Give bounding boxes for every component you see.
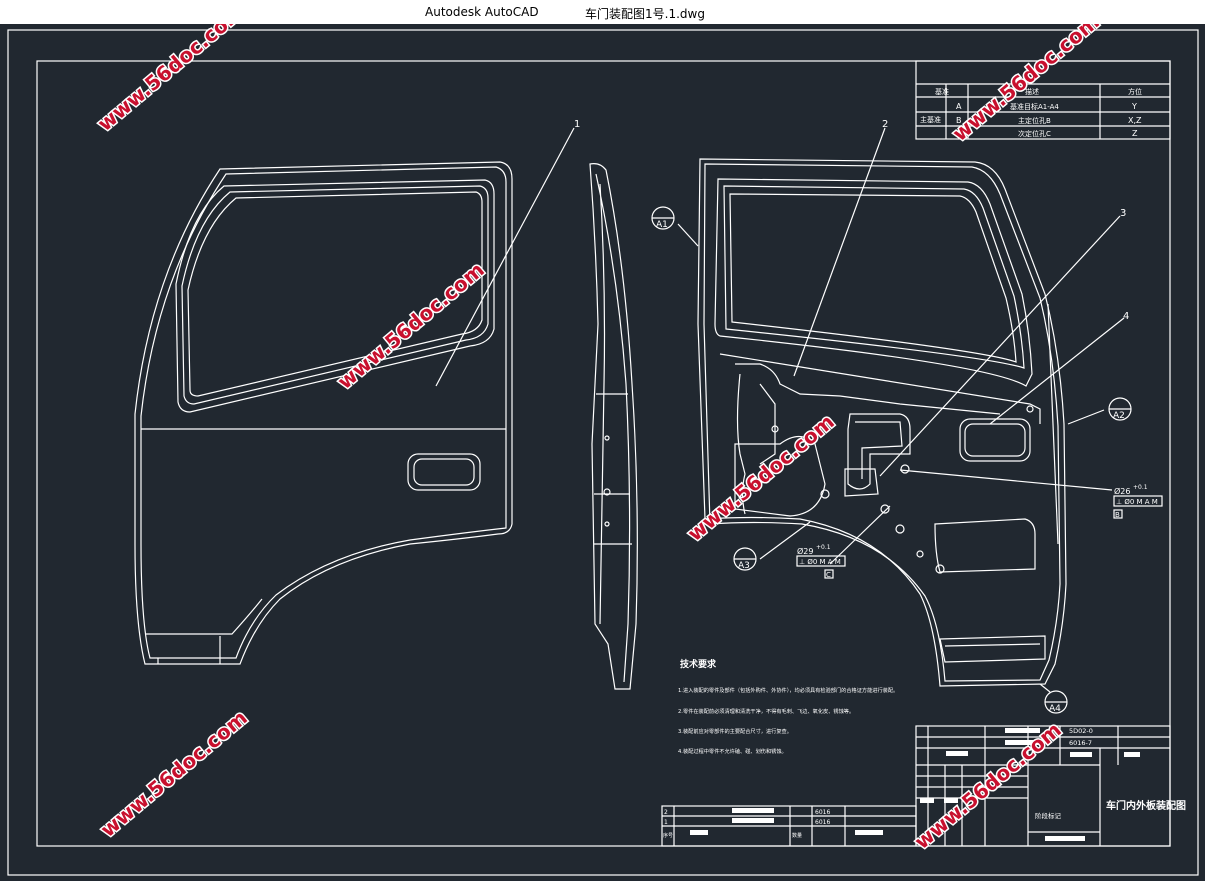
datum-row-a-desc: 基准目标A1-A4 <box>1010 102 1059 111</box>
datum-row-c-desc: 次定位孔C <box>1018 129 1051 138</box>
watermark-3: www.56doc.com <box>333 257 489 393</box>
tech-req-item-1: 1.进入装配的零件及部件（包括外购件、外协件），均必须具有检验部门的合格证方能进… <box>678 686 898 694</box>
svg-text:+0.1: +0.1 <box>1133 484 1148 491</box>
balloon-4: 4 <box>1123 311 1129 322</box>
watermark-4: www.56doc.com <box>683 409 839 545</box>
balloon-1: 1 <box>574 119 580 130</box>
tech-req-item-4: 4.装配过程中零件不允许磕、碰、划伤和锈蚀。 <box>678 747 787 755</box>
watermark-2: www.56doc.com <box>948 24 1104 146</box>
parts-col-qty: 数量 <box>792 832 802 839</box>
balloon-2: 2 <box>882 119 888 130</box>
door-side-view[interactable] <box>589 163 638 690</box>
svg-text:⊥ Ø0 M A M: ⊥ Ø0 M A M <box>1116 498 1158 506</box>
watermark-5: www.56doc.com <box>96 705 252 841</box>
door-outer-view[interactable] <box>134 161 513 665</box>
tech-req-item-3: 3.装配前应对零部件的主要配合尺寸，进行复查。 <box>678 727 792 735</box>
tolerance-hole-c: Ø29 +0.1 ⊥ Ø0 M A M C <box>796 544 846 579</box>
svg-text:B: B <box>1115 511 1120 519</box>
svg-text:A2: A2 <box>1113 411 1125 421</box>
app-title: Autodesk AutoCAD <box>425 5 539 19</box>
datum-target-a1: A1 <box>651 206 675 230</box>
title-block-drawing-title: 车门内外板装配图 <box>1106 799 1186 812</box>
title-block-mark-label: 阶段标记 <box>1035 811 1062 820</box>
datum-header-dir: 方位 <box>1128 87 1142 96</box>
datum-row-b-letter: B <box>956 116 962 125</box>
tech-req-title: 技术要求 <box>680 658 717 670</box>
parts-row-1-code: 6016 <box>815 809 830 816</box>
title-block-code-2: 6016-7 <box>1069 739 1092 747</box>
svg-text:+0.1: +0.1 <box>816 544 831 551</box>
drawing-canvas[interactable]: 基准 描述 方位 主基准 A 基准目标A1-A4 Y B 主定位孔B X,Z C… <box>0 24 1205 881</box>
title-block-code-1: 5D02-0 <box>1069 727 1093 735</box>
svg-text:A3: A3 <box>738 561 750 571</box>
datum-target-a4: A4 <box>1044 690 1068 714</box>
svg-text:A4: A4 <box>1049 704 1061 714</box>
datum-group-label: 主基准 <box>920 115 941 124</box>
datum-target-a2: A2 <box>1108 397 1132 421</box>
svg-text:C: C <box>826 571 831 579</box>
datum-row-c-letter: C <box>956 129 962 138</box>
svg-text:⊥ Ø0 M A M: ⊥ Ø0 M A M <box>799 558 841 566</box>
title-block: 5D02-0 6016-7 阶段标记 车门内外板装配图 <box>915 725 1186 847</box>
datum-row-b-dir: X,Z <box>1128 116 1142 125</box>
svg-text:Ø26: Ø26 <box>1114 486 1130 496</box>
tolerance-hole-b: Ø26 +0.1 ⊥ Ø0 M A M B <box>1113 484 1163 519</box>
parts-row-2-code: 6016 <box>815 819 830 826</box>
parts-col-seq: 序号 <box>663 832 673 839</box>
datum-header-basis: 基准 <box>935 87 949 96</box>
svg-text:Ø29: Ø29 <box>797 546 813 556</box>
svg-text:A1: A1 <box>656 220 668 230</box>
watermark-6: www.56doc.com <box>910 717 1066 853</box>
tech-req-item-2: 2.零件在装配前必须清理和清洗干净，不得有毛刺、飞边、氧化皮、锈蚀等。 <box>678 707 854 715</box>
door-inner-view[interactable] <box>697 158 1067 687</box>
watermarks: www.56doc.com www.56doc.com www.56doc.co… <box>91 24 1105 855</box>
sheet-border-outer <box>7 29 1199 876</box>
leader-lines <box>435 127 1125 693</box>
balloon-3: 3 <box>1120 208 1126 219</box>
datum-row-b-desc: 主定位孔B <box>1018 116 1051 125</box>
window-title-bar: Autodesk AutoCAD 车门装配图1号.1.dwg <box>0 0 1205 24</box>
datum-target-a3: A3 <box>733 547 757 571</box>
datum-row-a-dir: Y <box>1131 102 1137 111</box>
datum-row-c-dir: Z <box>1132 129 1138 138</box>
datum-table: 基准 描述 方位 主基准 A 基准目标A1-A4 Y B 主定位孔B X,Z C… <box>915 60 1171 140</box>
datum-header-desc: 描述 <box>1025 87 1039 96</box>
sheet-border-inner <box>36 60 1171 847</box>
parts-list: 2 1 6016 6016 序号 数量 <box>661 805 917 847</box>
file-title: 车门装配图1号.1.dwg <box>585 7 705 21</box>
watermark-1: www.56doc.com <box>93 24 249 136</box>
datum-row-a-letter: A <box>956 102 962 111</box>
parts-row-2-no: 1 <box>664 819 668 826</box>
parts-row-1-no: 2 <box>664 809 668 816</box>
technical-requirements: 技术要求 1.进入装配的零件及部件（包括外购件、外协件），均必须具有检验部门的合… <box>678 658 898 755</box>
